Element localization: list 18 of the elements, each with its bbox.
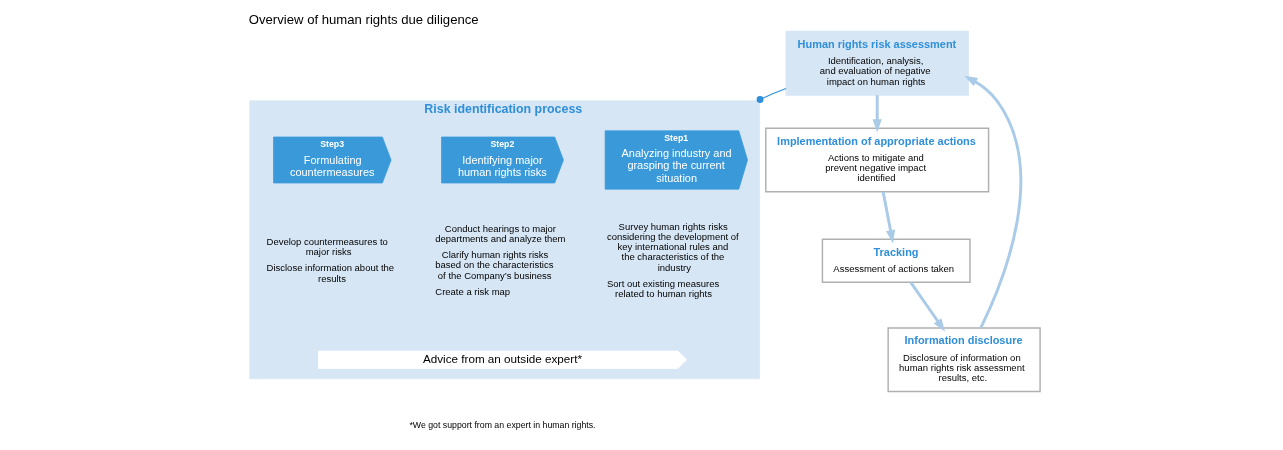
- node-box: Human rights risk assessment Identification, analysis, and evaluation of negative impact on human rights: [785, 30, 969, 96]
- node-label: Create a risk map: [434, 285, 510, 297]
- diagram-title: Overview of human rights due diligence: [248, 12, 479, 28]
- node-label: Sort out existing measures related to human rights: [606, 277, 719, 299]
- node-label: Survey human rights risks considering the development of key international rules and the characteristics of the industry: [606, 220, 739, 273]
- node-box: Tracking Assessment of actions taken: [821, 238, 971, 284]
- node-label: Disclose information about the results: [266, 262, 394, 284]
- arrow: [909, 281, 945, 332]
- node-label: Clarify human rights risks based on the characteristics of the Company’s business: [434, 249, 553, 281]
- arrow: [872, 95, 882, 133]
- node-label: Conduct hearings to major departments and analyze them: [434, 222, 566, 245]
- connector: [756, 88, 787, 104]
- node-box: Implementation of appropriate actions Actions to mitigate and prevent negative impact identified: [764, 127, 989, 193]
- arrow: [881, 191, 895, 244]
- node-label: Develop countermeasures to major risks: [266, 236, 388, 258]
- node-box: Information disclosure Disclosure of information on human rights risk assessment results, etc.: [886, 327, 1041, 393]
- caption: *We got support from an expert in human rights.: [408, 420, 596, 431]
- arrow: [963, 75, 1022, 329]
